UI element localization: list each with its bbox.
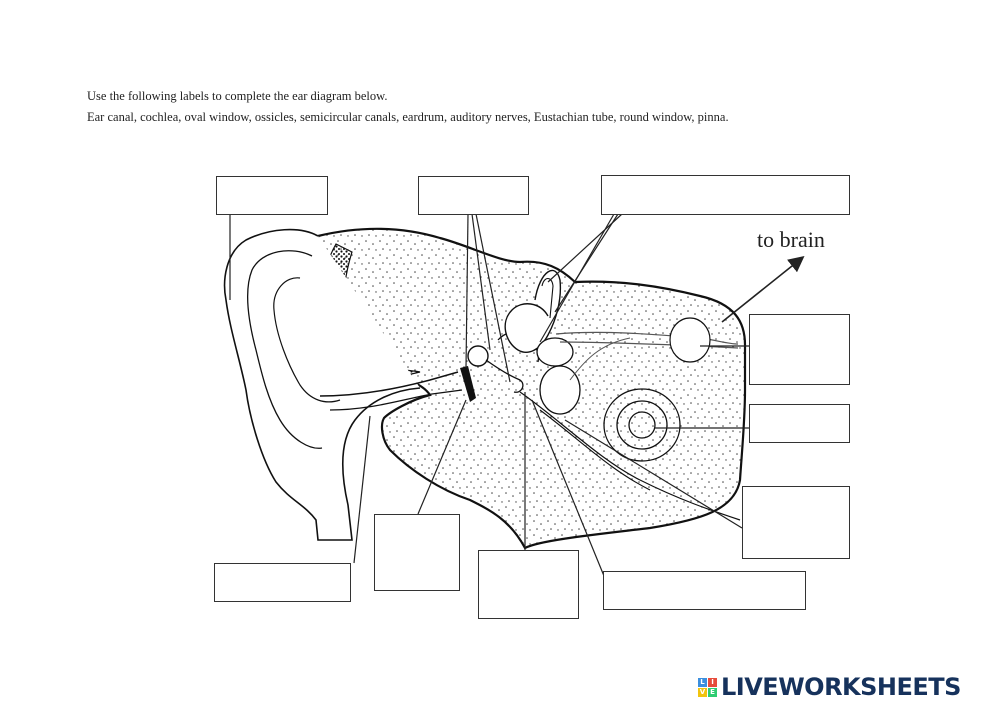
cochlea [603, 388, 681, 462]
answer-box-round-window[interactable] [603, 571, 806, 610]
logo-text: LIVEWORKSHEETS [721, 673, 961, 701]
instruction-line-1: Use the following labels to complete the… [87, 89, 388, 103]
answer-box-auditory-nerves[interactable] [749, 314, 850, 385]
answer-box-eardrum[interactable] [374, 514, 460, 591]
leader-lines [229, 213, 750, 577]
answer-box-ossicles[interactable] [418, 176, 529, 215]
eustachian-tube [519, 391, 741, 521]
to-brain-label: to brain [757, 227, 825, 252]
answer-box-semicircular-canals[interactable] [601, 175, 850, 215]
answer-box-pinna-top[interactable] [216, 176, 328, 215]
answer-box-eustachian-tube[interactable] [742, 486, 850, 559]
answer-box-cochlea[interactable] [749, 404, 850, 443]
pinna-fold-inner [273, 277, 341, 403]
answer-box-oval-window[interactable] [478, 550, 579, 619]
logo-mark-icon: L I V E [698, 677, 717, 697]
ear-canal [319, 371, 459, 397]
answer-box-ear-canal[interactable] [214, 563, 351, 602]
inner-tissue-region [316, 227, 747, 550]
to-brain-arrow [721, 256, 805, 323]
instruction-word-bank: Ear canal, cochlea, oval window, ossicle… [87, 110, 729, 124]
liveworksheets-logo: L I V E LIVEWORKSHEETS [698, 672, 961, 702]
pinna-fold [246, 250, 323, 449]
ossicle [467, 345, 489, 367]
eardrum [460, 366, 476, 402]
